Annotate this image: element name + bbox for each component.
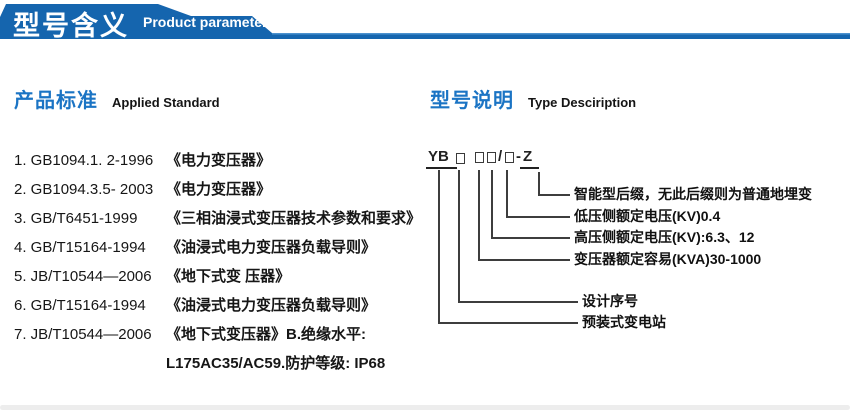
connector-line: [538, 172, 540, 194]
standard-title: 《三相油浸式变压器技术参数和要求》: [166, 210, 422, 227]
type-description-heading-en: Type Desciription: [528, 95, 637, 110]
standard-item-continuation: L175AC35/AC59.防护等级: IP68: [14, 349, 424, 378]
standard-title: 《地下式变压器》B.绝缘水平:: [166, 326, 366, 343]
standard-item: 6. GB/T15164-1994 《油浸式电力变压器负载导则》: [14, 291, 424, 320]
diagram-label-smart-suffix: 智能型后缀，无此后缀则为普通地埋变: [574, 186, 812, 202]
applied-standard-heading: 产品标准 Applied Standard: [14, 84, 220, 113]
suffix-underline: [520, 167, 539, 169]
diagram-label-design-serial: 设计序号: [582, 293, 638, 309]
model-code-suffix: Z: [523, 148, 533, 165]
model-code-slash: /: [498, 148, 503, 165]
model-code-diagram: YB / - Z 智能型后缀，无此后缀则为普通地埋变 低压侧额定电压(KV)0.…: [420, 140, 850, 345]
connector-line: [478, 259, 570, 261]
standard-item: 4. GB/T15164-1994 《油浸式电力变压器负载导则》: [14, 233, 424, 262]
standard-item: 2. GB1094.3.5- 2003 《电力变压器》: [14, 175, 424, 204]
standard-title: 《油浸式电力变压器负载导则》: [166, 239, 377, 256]
standard-code: 5. JB/T10544—2006: [14, 268, 152, 285]
type-description-heading-zh: 型号说明: [430, 90, 514, 112]
standard-title: 《地下式变 压器》: [166, 268, 291, 285]
standard-code: [14, 349, 166, 378]
standard-item: 1. GB1094.1. 2-1996 《电力变压器》: [14, 146, 424, 175]
standard-item: 7. JB/T10544—2006 《地下式变压器》B.绝缘水平:: [14, 320, 424, 349]
standard-code: 4. GB/T15164-1994: [14, 239, 146, 256]
connector-line: [438, 170, 440, 322]
standard-code: 3. GB/T6451-1999: [14, 210, 138, 227]
standards-list: 1. GB1094.1. 2-1996 《电力变压器》 2. GB1094.3.…: [14, 146, 424, 378]
connector-line: [538, 194, 570, 196]
diagram-label-lv-voltage: 低压侧额定电压(KV)0.4: [574, 208, 721, 224]
applied-standard-heading-zh: 产品标准: [14, 90, 98, 112]
standard-title: 《电力变压器》: [166, 181, 272, 198]
bottom-divider: [0, 405, 850, 410]
standard-title: 《电力变压器》: [166, 152, 272, 169]
standard-title: 《油浸式电力变压器负载导则》: [166, 297, 377, 314]
standard-code: 7. JB/T10544—2006: [14, 326, 152, 343]
connector-line: [438, 322, 578, 324]
connector-line: [506, 170, 508, 216]
applied-standard-heading-en: Applied Standard: [112, 95, 220, 110]
connector-line: [458, 301, 578, 303]
placeholder-box-lv: [505, 152, 514, 163]
page-title: 型号含义: [13, 11, 129, 41]
diagram-label-prefab-substation: 预装式变电站: [582, 314, 666, 330]
connector-line: [491, 170, 493, 238]
type-description-heading: 型号说明 Type Desciription: [430, 84, 636, 113]
model-code-prefix: YB: [428, 148, 449, 165]
placeholder-box-hv: [487, 152, 496, 163]
page-subtitle: Product parameters: [143, 14, 276, 30]
connector-line: [478, 170, 480, 259]
header-ribbon-shape: [0, 4, 850, 39]
standard-code: 6. GB/T15164-1994: [14, 297, 146, 314]
standard-code: 1. GB1094.1. 2-1996: [14, 152, 154, 169]
placeholder-box-capacity: [475, 152, 484, 163]
placeholder-box-series: [456, 153, 465, 164]
connector-line: [491, 237, 570, 239]
diagram-label-hv-voltage: 高压侧额定电压(KV):6.3、12: [574, 229, 755, 245]
connector-line: [506, 216, 570, 218]
standard-title: L175AC35/AC59.防护等级: IP68: [166, 355, 386, 372]
standard-item: 5. JB/T10544—2006 《地下式变 压器》: [14, 262, 424, 291]
model-code-dash: -: [516, 148, 521, 165]
standard-code: 2. GB1094.3.5- 2003: [14, 181, 154, 198]
diagram-label-capacity: 变压器额定容易(KVA)30-1000: [574, 251, 762, 267]
standard-item: 3. GB/T6451-1999 《三相油浸式变压器技术参数和要求》: [14, 204, 424, 233]
connector-line: [458, 170, 460, 301]
prefix-underline: [426, 167, 457, 169]
